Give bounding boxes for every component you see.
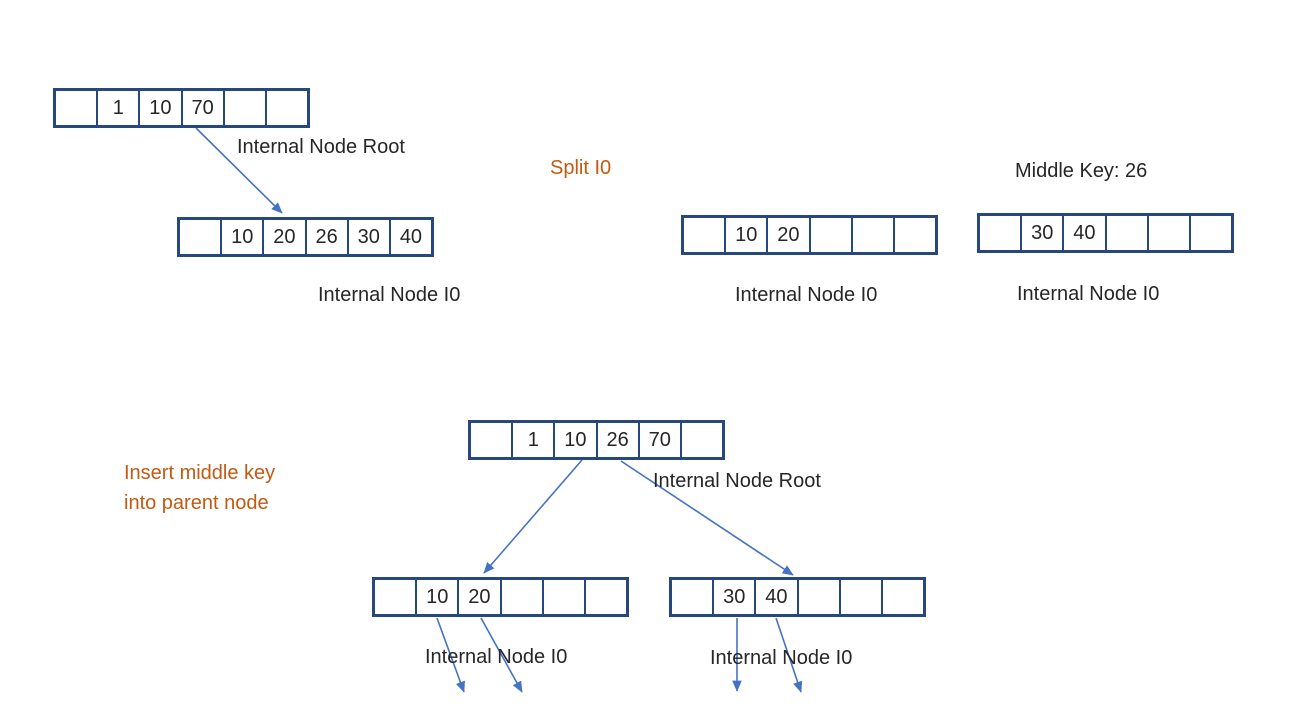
node-cell xyxy=(471,423,514,457)
node-cell: 10 xyxy=(726,218,769,252)
insert-caption-line1: Insert middle key xyxy=(124,462,276,484)
node-cell xyxy=(811,218,853,252)
node-cell xyxy=(56,91,99,125)
node-cell: 70 xyxy=(183,91,225,125)
node-cell xyxy=(1107,216,1149,250)
insert-left-child-label: Internal Node I0 xyxy=(425,646,568,668)
node-cell: 10 xyxy=(140,91,183,125)
node-cell xyxy=(375,580,418,614)
insert-right-child-label: Internal Node I0 xyxy=(710,647,853,669)
insert-caption: Insert middle key into parent node xyxy=(124,458,275,518)
node-cell xyxy=(1149,216,1191,250)
before-root-node-label: Internal Node Root xyxy=(237,136,405,158)
node-cell: 20 xyxy=(459,580,502,614)
split-right-node: 30 40 xyxy=(977,213,1234,253)
node-cell: 70 xyxy=(640,423,682,457)
node-cell xyxy=(225,91,267,125)
node-cell: 20 xyxy=(264,220,307,254)
node-cell: 30 xyxy=(1022,216,1065,250)
node-cell xyxy=(267,91,307,125)
node-cell: 1 xyxy=(513,423,556,457)
node-cell: 10 xyxy=(222,220,265,254)
node-cell: 40 xyxy=(756,580,799,614)
insert-left-child-node: 10 20 xyxy=(372,577,629,617)
before-root-node: 1 10 70 xyxy=(53,88,310,128)
node-cell xyxy=(799,580,841,614)
insert-root-node: 1 10 26 70 xyxy=(468,420,725,460)
node-cell: 26 xyxy=(598,423,640,457)
node-cell: 30 xyxy=(714,580,757,614)
before-i0-node: 10 20 26 30 40 xyxy=(177,217,434,257)
split-right-node-label: Internal Node I0 xyxy=(1017,283,1160,305)
node-cell: 30 xyxy=(349,220,391,254)
node-cell xyxy=(502,580,544,614)
node-cell: 26 xyxy=(307,220,349,254)
node-cell xyxy=(980,216,1023,250)
node-cell xyxy=(684,218,727,252)
node-cell: 20 xyxy=(768,218,811,252)
node-cell xyxy=(586,580,626,614)
insert-root-node-label: Internal Node Root xyxy=(653,470,821,492)
split-left-node: 10 20 xyxy=(681,215,938,255)
node-cell xyxy=(672,580,715,614)
node-cell: 40 xyxy=(399,225,423,248)
node-cell: 1 xyxy=(98,91,141,125)
node-cell xyxy=(883,580,923,614)
node-cell xyxy=(180,220,223,254)
node-cell: 10 xyxy=(417,580,460,614)
node-cell xyxy=(544,580,586,614)
node-cell: 10 xyxy=(555,423,598,457)
middle-key-note: Middle Key: 26 xyxy=(1015,160,1148,182)
node-cell xyxy=(853,218,895,252)
node-cell: 40 xyxy=(1064,216,1107,250)
split-left-node-label: Internal Node I0 xyxy=(735,284,878,306)
node-cell xyxy=(1191,216,1231,250)
insert-root-to-left-child-arrow xyxy=(483,459,583,574)
insert-caption-line2: into parent node xyxy=(124,492,269,514)
insert-right-child-node: 30 40 xyxy=(669,577,926,617)
node-cell xyxy=(895,218,935,252)
node-cell xyxy=(841,580,883,614)
split-caption: Split I0 xyxy=(550,157,612,179)
before-i0-node-label: Internal Node I0 xyxy=(318,284,461,306)
node-cell xyxy=(682,423,722,457)
